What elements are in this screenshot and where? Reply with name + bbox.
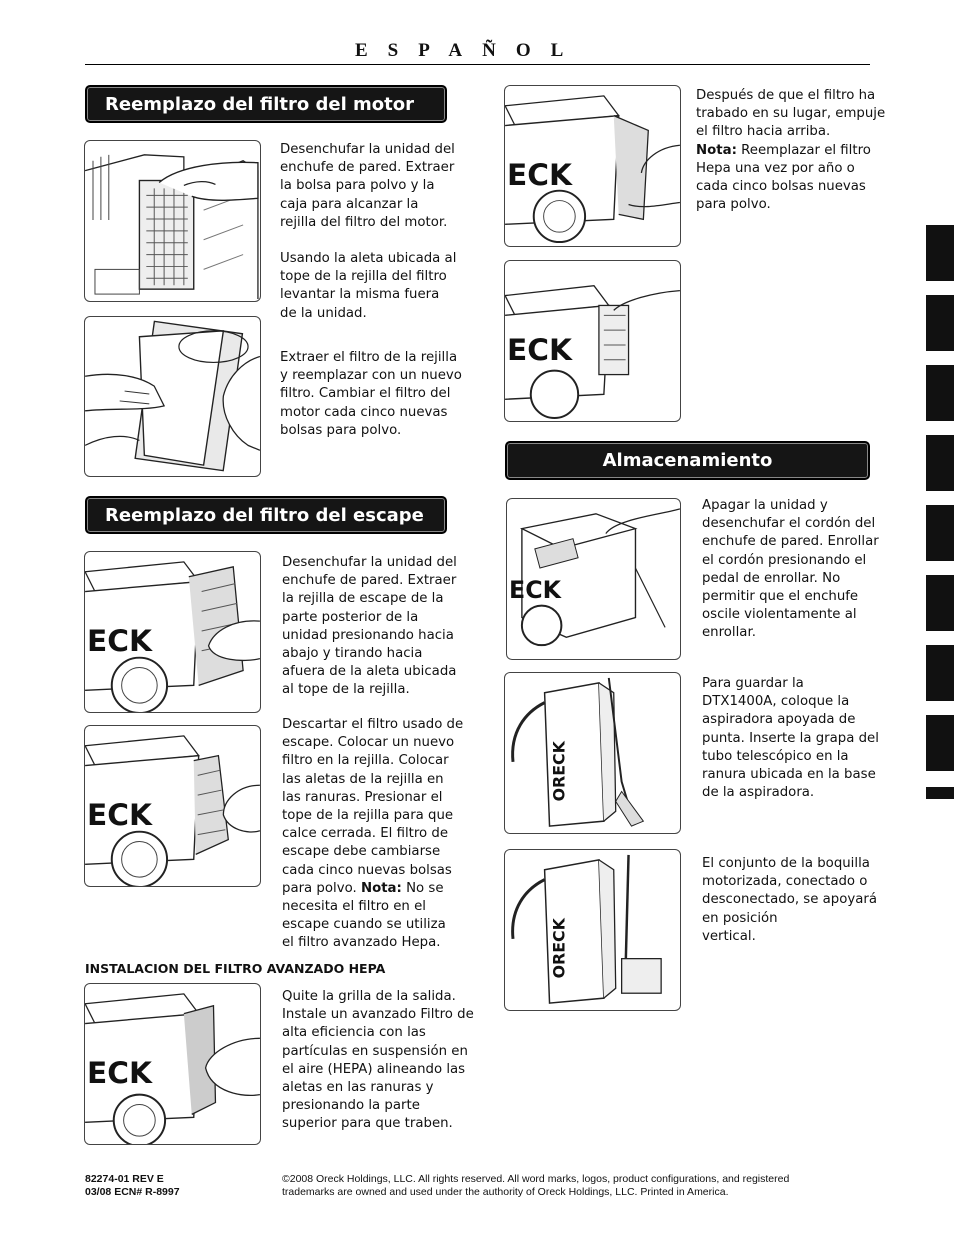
exhaust-filter-replace-illustration: ECK — [84, 725, 261, 887]
hepa-install-illustration: ECK — [84, 983, 261, 1145]
motor-filter-step2: Usando la aleta ubicada al tope de la re… — [280, 251, 457, 321]
part-number: 82274-01 REV E 03/08 ECN# R-8997 — [85, 1173, 180, 1198]
svg-text:ECK: ECK — [509, 576, 563, 604]
storage-cord-illustration: ECK — [506, 498, 681, 660]
motor-filter-title: Reemplazo del filtro del motor — [105, 93, 414, 115]
svg-text:ECK: ECK — [87, 624, 153, 658]
exhaust-filter-illustration: ECK — [84, 551, 261, 713]
section-tab-6[interactable] — [926, 575, 954, 631]
storage-title: Almacenamiento — [602, 450, 773, 471]
motor-filter-banner: Reemplazo del filtro del motor — [85, 85, 447, 123]
svg-text:ECK: ECK — [87, 1056, 153, 1090]
section-tab-5[interactable] — [926, 505, 954, 561]
svg-text:ECK: ECK — [507, 158, 573, 192]
hepa-push-illustration: ECK — [504, 85, 681, 247]
exhaust-filter-step2: Descartar el filtro usado de escape. Col… — [282, 717, 464, 951]
storage-banner: Almacenamiento — [505, 441, 870, 480]
section-tab-8[interactable] — [926, 715, 954, 771]
svg-text:ECK: ECK — [507, 333, 573, 367]
storage-upright-illustration: ORECK — [504, 672, 681, 834]
exhaust-filter-title: Reemplazo del filtro del escape — [105, 504, 424, 526]
motor-filter-replace-illustration — [84, 316, 261, 477]
storage-step2: Para guardar la DTX1400A, coloque la asp… — [702, 676, 879, 801]
section-tab-3[interactable] — [926, 365, 954, 421]
hepa-step1: Quite la grilla de la salida. Instale un… — [282, 989, 474, 1132]
exhaust-filter-banner: Reemplazo del filtro del escape — [85, 496, 447, 534]
section-tab-1[interactable] — [926, 225, 954, 281]
storage-nozzle-illustration: ORECK — [504, 849, 681, 1011]
section-tab-4[interactable] — [926, 435, 954, 491]
storage-step3: El conjunto de la boquilla motorizada, c… — [702, 856, 877, 944]
language-title: ESPAÑOL — [355, 40, 584, 61]
svg-text:ORECK: ORECK — [549, 917, 568, 978]
motor-filter-step3: Extraer el filtro de la rejilla y reempl… — [280, 350, 462, 438]
hepa-installed-illustration: ECK — [504, 260, 681, 422]
section-tab-7[interactable] — [926, 645, 954, 701]
exhaust-filter-step1: Desenchufar la unidad del enchufe de par… — [282, 555, 457, 698]
svg-text:ECK: ECK — [87, 798, 153, 832]
hepa-step2: Después de que el filtro ha trabado en s… — [696, 88, 886, 213]
svg-text:ORECK: ORECK — [549, 740, 568, 801]
copyright: ©2008 Oreck Holdings, LLC. All rights re… — [282, 1173, 790, 1198]
motor-filter-illustration — [84, 140, 261, 302]
hepa-subheading: INSTALACION DEL FILTRO AVANZADO HEPA — [85, 961, 386, 976]
section-tab-end — [926, 787, 954, 799]
header-rule — [85, 64, 870, 65]
section-tab-2[interactable] — [926, 295, 954, 351]
storage-step1: Apagar la unidad y desenchufar el cordón… — [702, 498, 879, 641]
motor-filter-step1: Desenchufar la unidad del enchufe de par… — [280, 142, 455, 230]
